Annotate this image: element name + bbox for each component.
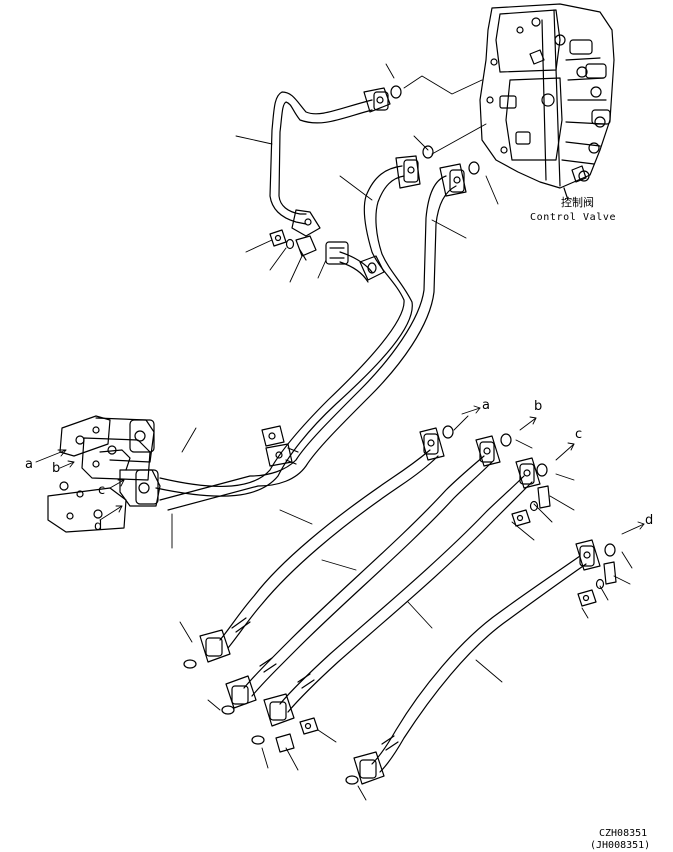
o-ring-b-bottom: [221, 705, 235, 715]
pipe-3-upper: [159, 161, 480, 511]
left-manifold-block: [47, 415, 161, 533]
pipe-1-upper: [269, 87, 391, 237]
drawing-code: CZH08351: [599, 828, 648, 839]
lower-leader-lines: [179, 415, 633, 801]
o-ring-d-top: [604, 543, 616, 557]
hose-c: [263, 457, 541, 727]
hose-a: [199, 427, 445, 663]
letter-c-left: c: [98, 483, 106, 498]
o-ring-b-top: [500, 433, 512, 447]
letter-a-right: a: [482, 398, 490, 413]
letter-a-left: a: [25, 457, 33, 472]
top-leader-lines: [235, 135, 467, 283]
pipe-4-upper: [325, 241, 373, 283]
pipe-clamps: [261, 425, 299, 467]
control-valve-label-en: Control Valve: [530, 212, 617, 223]
o-ring-3: [468, 161, 480, 175]
o-ring-1: [390, 85, 402, 99]
control-valve-label-cn: 控制阀: [561, 196, 594, 209]
o-ring-a-bottom: [183, 659, 197, 669]
control-valve: [479, 3, 615, 201]
o-ring-c-top: [536, 463, 548, 477]
valve-leader-lines: [385, 63, 499, 205]
o-ring-2: [422, 145, 434, 159]
letter-c-right: c: [575, 427, 583, 442]
pipe-2-upper: [155, 145, 434, 497]
o-ring-a-top: [442, 425, 454, 439]
right-arrows: [461, 405, 645, 535]
o-ring-d-bottom: [345, 775, 359, 785]
letter-d-right: d: [645, 513, 654, 528]
left-arrows: [35, 427, 197, 549]
hose-b: [225, 435, 501, 709]
letter-b-left: b: [52, 461, 61, 476]
letter-d-left: d: [94, 519, 103, 534]
letter-b-right: b: [534, 399, 543, 414]
hose-d: [353, 539, 601, 785]
drawing-code-secondary: (JH008351): [590, 840, 651, 851]
fasteners-lower: [251, 485, 617, 753]
fasteners-top: [269, 229, 317, 261]
